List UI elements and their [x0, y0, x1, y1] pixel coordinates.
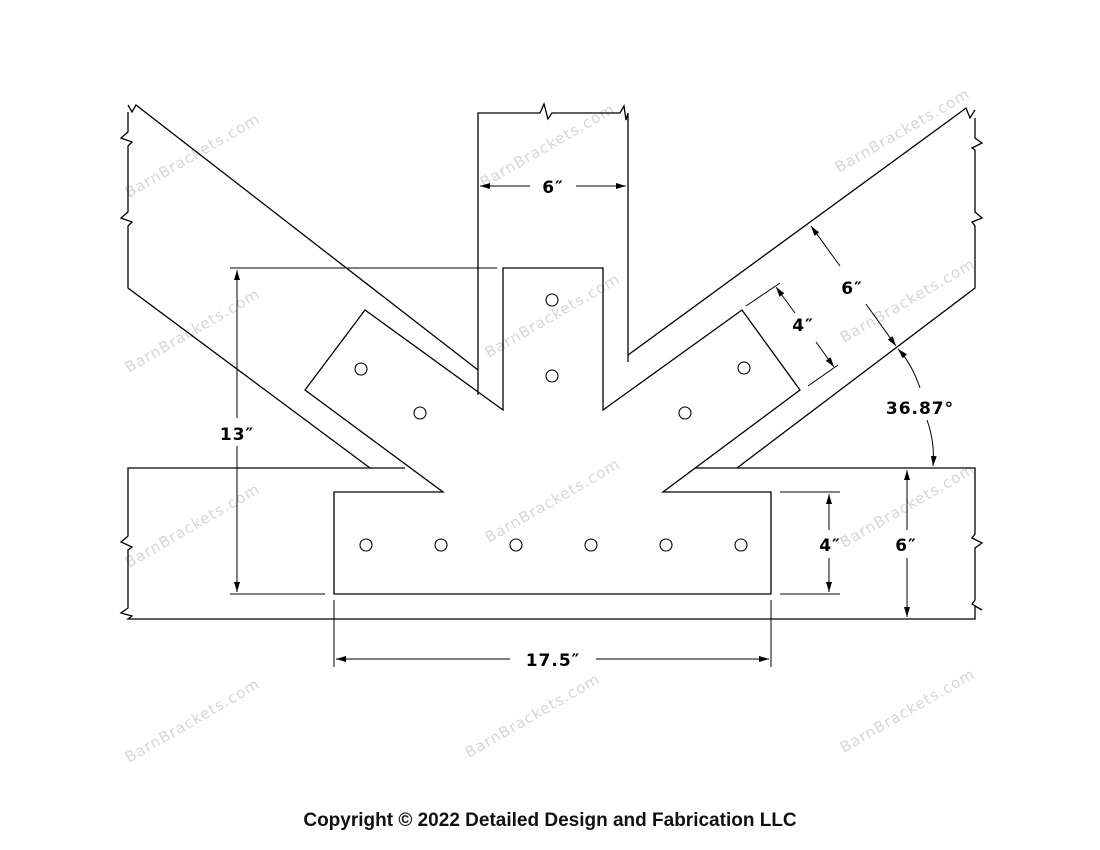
left-rafter	[119, 104, 479, 469]
bracket-plate	[304, 267, 801, 595]
dim-rafter-depth: 6″	[810, 225, 897, 347]
bolt-hole	[545, 293, 559, 307]
bolt-hole	[354, 362, 368, 376]
dim-bottom-leg-width: 4″	[780, 491, 840, 595]
watermark-text: BarnBrackets.com	[832, 85, 973, 177]
dim-label: 4″	[792, 316, 813, 336]
bolt-hole	[737, 361, 751, 375]
dim-label: 4″	[819, 536, 840, 556]
bolt-hole	[659, 538, 673, 552]
bolt-holes	[354, 293, 751, 552]
right-rafter	[627, 106, 984, 469]
dim-label: 6″	[542, 178, 563, 198]
bolt-hole	[678, 406, 692, 420]
dim-rafter-angle: 36.87°	[886, 348, 954, 467]
dim-label: 17.5″	[526, 651, 581, 671]
dim-rafter-leg-width: 4″	[745, 282, 839, 387]
watermark-text: BarnBrackets.com	[837, 665, 978, 757]
bolt-hole	[734, 538, 748, 552]
dim-label: 6″	[841, 279, 862, 299]
dim-label: 6″	[895, 536, 916, 556]
bottom-beam	[119, 467, 984, 620]
bolt-hole	[584, 538, 598, 552]
copyright-notice: Copyright © 2022 Detailed Design and Fab…	[303, 810, 797, 831]
dim-bracket-height: 13″	[220, 267, 497, 595]
dim-beam-depth: 6″	[895, 470, 916, 617]
watermark-text: BarnBrackets.com	[837, 255, 978, 347]
watermark-text: BarnBrackets.com	[482, 455, 623, 547]
dim-bottom-leg-length: 17.5″	[333, 600, 772, 671]
bolt-hole	[545, 369, 559, 383]
bolt-hole	[509, 538, 523, 552]
watermark-text: BarnBrackets.com	[462, 670, 603, 762]
bolt-hole	[434, 538, 448, 552]
post	[477, 102, 629, 395]
bolt-hole	[413, 406, 427, 420]
dim-post-width: 6″	[480, 178, 626, 198]
dim-label: 13″	[220, 425, 254, 445]
dim-label: 36.87°	[886, 399, 954, 419]
bolt-hole	[359, 538, 373, 552]
watermark-text: BarnBrackets.com	[122, 675, 263, 767]
watermark-text: BarnBrackets.com	[122, 480, 263, 572]
